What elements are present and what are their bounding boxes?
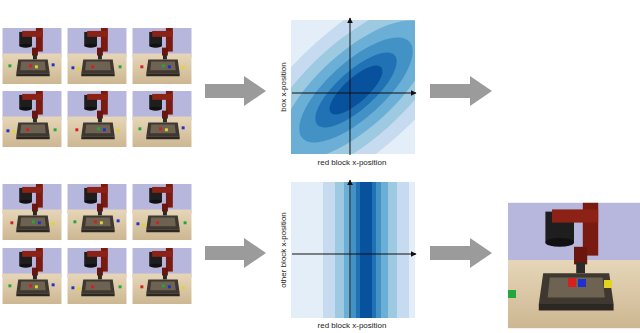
thumbnail-grid — [3, 28, 192, 147]
thumbnail-grid — [3, 184, 192, 304]
heatmap — [291, 20, 415, 154]
axis — [292, 180, 416, 318]
axis-label: red block x-position — [318, 159, 387, 167]
result-scene — [508, 203, 640, 328]
axis — [292, 18, 416, 155]
axis-label: other block x-position — [280, 212, 288, 288]
heatmap — [291, 182, 415, 318]
axis-label: box x-position — [280, 62, 288, 111]
axis-label: red block x-position — [318, 322, 387, 330]
